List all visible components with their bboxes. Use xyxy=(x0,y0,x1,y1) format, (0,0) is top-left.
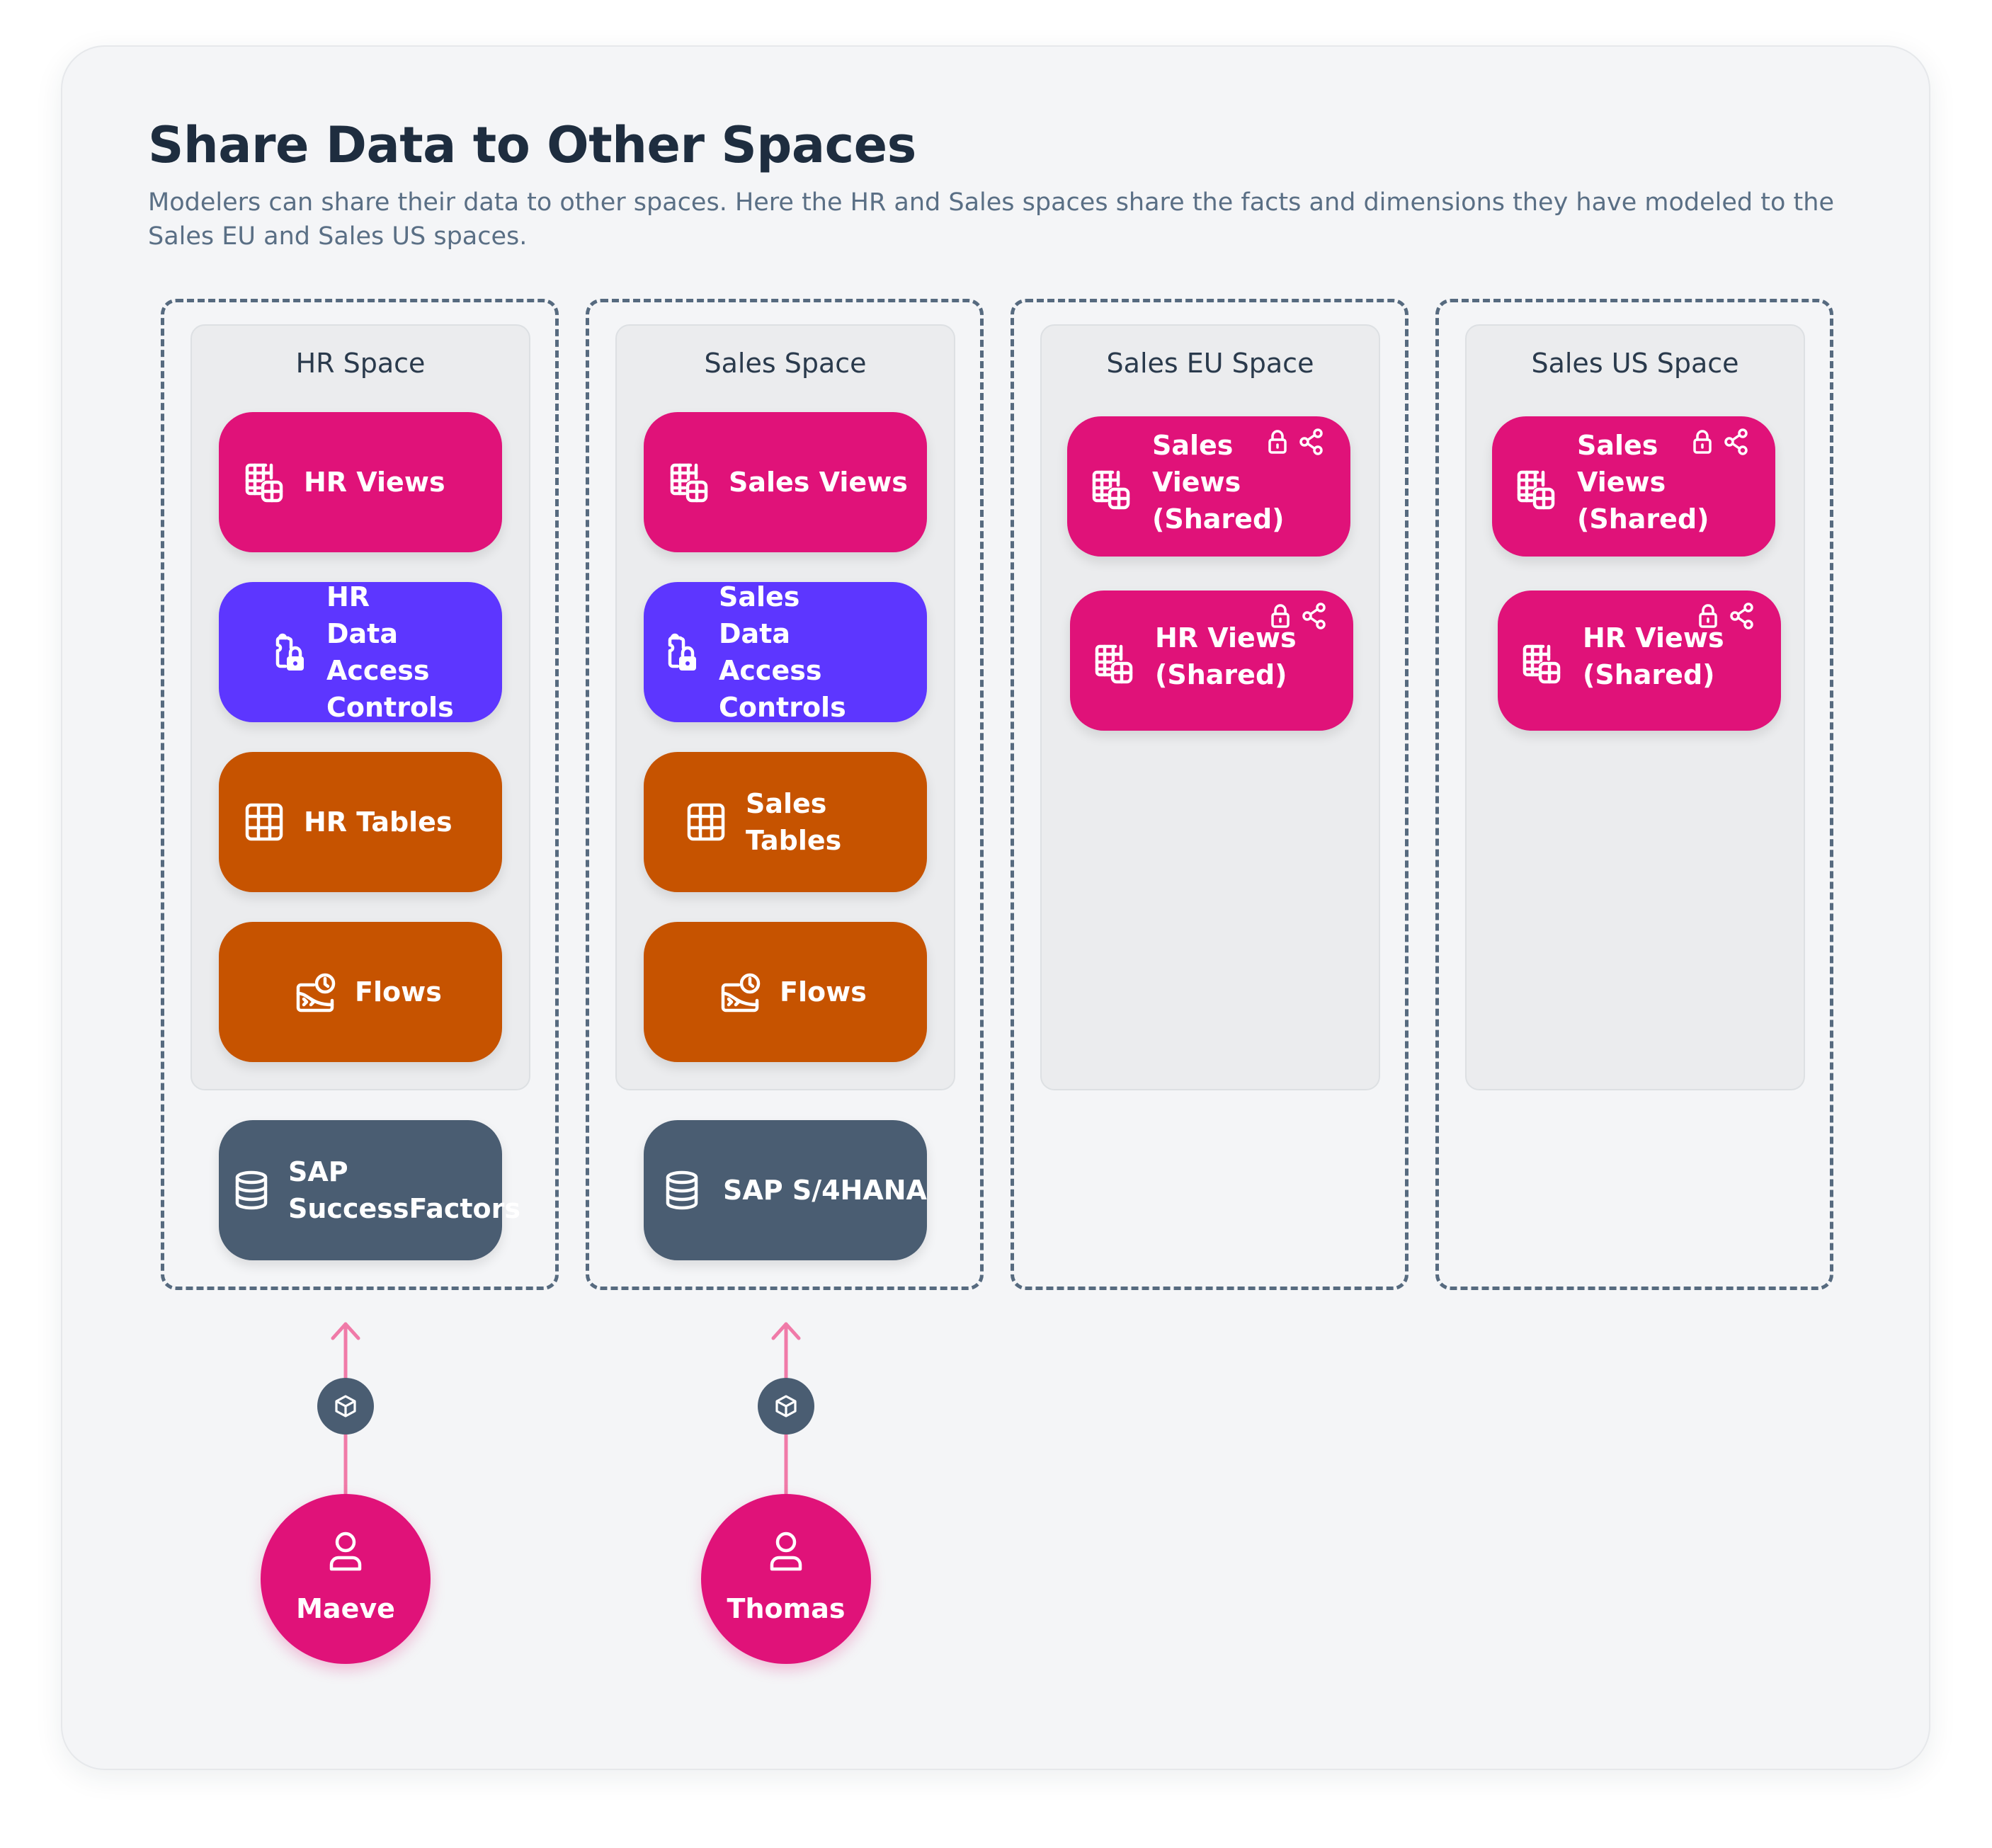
views-grid-icon xyxy=(666,460,712,505)
sales-views-node[interactable]: Sales Views xyxy=(644,412,927,552)
hr-flows-node[interactable]: Flows xyxy=(219,922,502,1062)
node-label: HR Data Access Controls xyxy=(326,581,454,723)
page-description: Modelers can share their data to other s… xyxy=(148,188,1834,251)
node-label: Sales Tables xyxy=(746,788,842,856)
views-grid-icon xyxy=(1519,641,1564,686)
access-lock-icon xyxy=(655,629,700,675)
user-name: Thomas xyxy=(727,1593,846,1624)
sales-tables-node[interactable]: Sales Tables xyxy=(644,752,927,892)
user-icon xyxy=(326,1529,365,1572)
sales-us-space-boundary xyxy=(1435,299,1833,1290)
flow-icon xyxy=(292,969,338,1015)
database-icon xyxy=(659,1168,705,1213)
sales-flows-node[interactable]: Flows xyxy=(644,922,927,1062)
node-label: HR Tables xyxy=(304,806,453,838)
hr-space-label: HR Space xyxy=(295,348,426,379)
sap-successfactors-node[interactable]: SAP SuccessFactors xyxy=(219,1120,521,1260)
flow-icon xyxy=(717,969,763,1015)
node-label: Sales Views (Shared) xyxy=(1577,430,1709,535)
sales-data-access-controls-node[interactable]: Sales Data Access Controls xyxy=(644,581,927,723)
user-icon xyxy=(766,1529,806,1572)
node-label: Sales Data Access Controls xyxy=(719,581,846,723)
views-grid-icon xyxy=(241,460,287,505)
database-icon xyxy=(229,1168,274,1213)
page-title: Share Data to Other Spaces xyxy=(148,116,916,174)
sales-eu-hr-views-shared-node[interactable]: HR Views (Shared) xyxy=(1070,591,1353,731)
user-name: Maeve xyxy=(296,1593,395,1624)
node-label: SAP SuccessFactors xyxy=(288,1156,521,1224)
user-maeve[interactable]: Maeve xyxy=(261,1494,431,1664)
hr-space-boundary xyxy=(161,299,559,1290)
sales-us-space-label: Sales US Space xyxy=(1531,348,1739,379)
sap-s4hana-node[interactable]: SAP S/4HANA xyxy=(644,1120,927,1260)
sales-us-sales-views-shared-node[interactable]: Sales Views (Shared) xyxy=(1492,416,1775,557)
views-grid-icon xyxy=(1513,467,1559,512)
node-label: SAP S/4HANA xyxy=(723,1175,927,1206)
sales-eu-space-label: Sales EU Space xyxy=(1106,348,1314,379)
hr-views-node[interactable]: HR Views xyxy=(219,412,502,552)
node-label: HR Views (Shared) xyxy=(1583,622,1724,690)
node-label: Sales Views (Shared) xyxy=(1152,430,1285,535)
sales-space-boundary xyxy=(586,299,984,1290)
table-icon xyxy=(683,799,729,845)
sales-space-label: Sales Space xyxy=(704,348,867,379)
hr-data-access-controls-node[interactable]: HR Data Access Controls xyxy=(219,581,502,723)
node-label: HR Views (Shared) xyxy=(1155,622,1297,690)
node-label: HR Views xyxy=(304,467,445,498)
node-label: Sales Views xyxy=(729,467,908,498)
views-grid-icon xyxy=(1088,467,1134,512)
sales-us-hr-views-shared-node[interactable]: HR Views (Shared) xyxy=(1498,591,1781,731)
sales-eu-sales-views-shared-node[interactable]: Sales Views (Shared) xyxy=(1067,416,1350,557)
access-lock-icon xyxy=(263,629,308,675)
sales-eu-space-boundary xyxy=(1011,299,1408,1290)
table-icon xyxy=(241,799,287,845)
node-label: Flows xyxy=(355,976,442,1008)
user-thomas[interactable]: Thomas xyxy=(701,1494,871,1664)
views-grid-icon xyxy=(1091,641,1137,686)
hr-tables-node[interactable]: HR Tables xyxy=(219,752,502,892)
node-label: Flows xyxy=(780,976,867,1008)
